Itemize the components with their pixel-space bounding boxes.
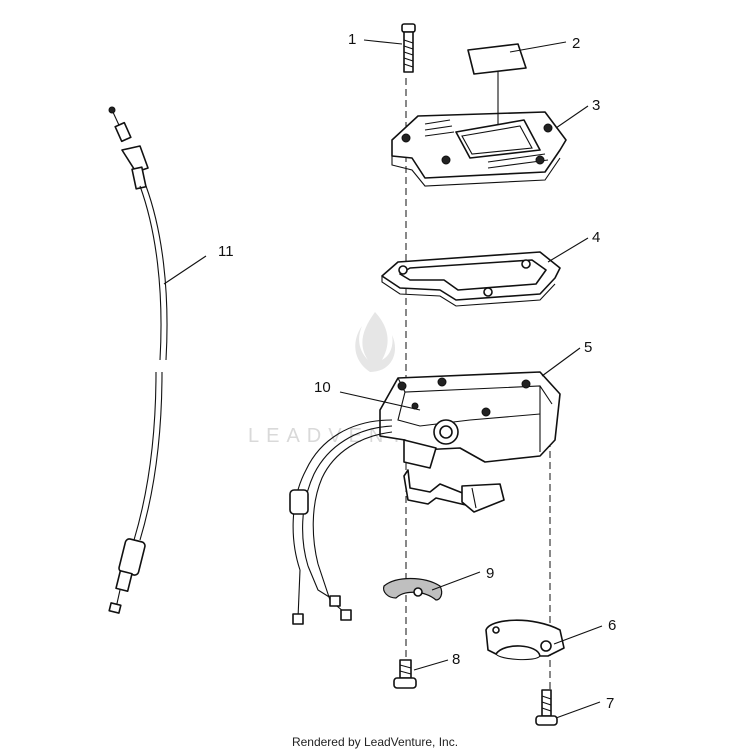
callout-4: 4 (592, 229, 600, 246)
part-9-clip (383, 577, 443, 601)
callout-11: 11 (218, 243, 234, 260)
part-5-housing (379, 371, 561, 513)
callout-3: 3 (592, 97, 600, 114)
callout-2: 2 (572, 35, 580, 52)
part-11-cable (108, 106, 168, 614)
callout-6: 6 (608, 617, 616, 634)
part-7-screw (535, 689, 558, 726)
footer-credit: Rendered by LeadVenture, Inc. (291, 735, 459, 749)
part-10-wire-harness (289, 419, 393, 625)
part-3-top-cover (391, 111, 567, 187)
callout-9: 9 (486, 565, 494, 582)
leader-lines (163, 39, 603, 719)
callout-8: 8 (452, 651, 460, 668)
part-1-screw (401, 23, 416, 73)
watermark-flame-icon (355, 312, 396, 372)
callout-7: 7 (606, 695, 614, 712)
callout-5: 5 (584, 339, 592, 356)
part-8-screw (393, 659, 417, 689)
part-6-clamp (485, 619, 565, 661)
callout-1: 1 (348, 31, 356, 48)
part-4-gasket (381, 251, 561, 307)
callout-10: 10 (314, 379, 331, 396)
callouts: 1 2 3 4 5 10 11 9 8 6 7 (218, 31, 616, 712)
part-2-decal (467, 43, 527, 75)
